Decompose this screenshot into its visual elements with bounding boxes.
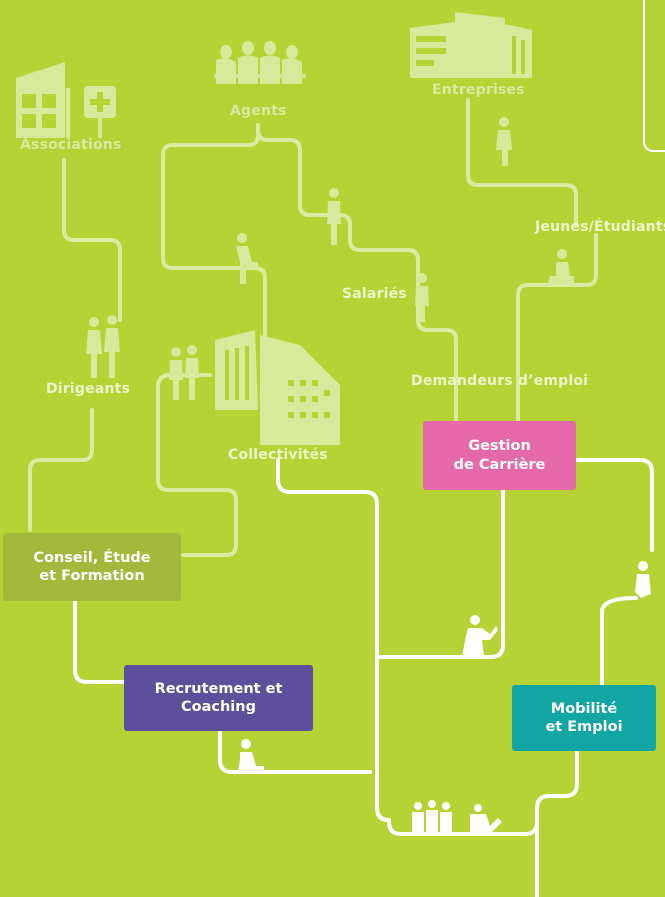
service-box-conseil[interactable]: Conseil, Étude et Formation: [3, 533, 181, 601]
route-collectivites-left: [156, 373, 238, 557]
service-label-mobilite: Mobilité et Emploi: [545, 700, 623, 735]
audience-label-demandeurs-emploi: Demandeurs d’emploi: [411, 373, 589, 389]
source-label-entreprises: Entreprises: [432, 82, 525, 98]
office-building-icon: [410, 12, 532, 78]
town-hall-building-icon: [215, 330, 340, 445]
person-silhouette-icon: [169, 347, 183, 400]
audience-label-dirigeants: Dirigeants: [46, 381, 131, 397]
person-silhouette-icon: [86, 317, 102, 378]
route-mobilite-up: [600, 596, 638, 688]
person-silhouette-icon: [496, 117, 512, 166]
route-gestion-right: [573, 458, 654, 552]
building-with-cross-icon: [16, 62, 116, 138]
person-silhouette-icon: [236, 233, 258, 284]
service-label-conseil: Conseil, Étude et Formation: [33, 549, 151, 584]
white-person-icons: [238, 561, 651, 832]
audience-label-salaries: Salariés: [342, 286, 407, 302]
service-label-recrutement: Recrutement et Coaching: [154, 680, 283, 715]
person-silhouette-icon: [104, 315, 120, 378]
pale-person-icons: [86, 117, 574, 445]
audience-label-jeunes-etudiants: Jeunes/Étudiants: [535, 219, 665, 235]
audience-label-collectivites: Collectivités: [228, 447, 328, 463]
source-label-agents: Agents: [230, 103, 287, 119]
route-salaries: [348, 233, 458, 422]
person-silhouette-icon: [415, 273, 429, 322]
route-dirigeants-conseil: [28, 408, 94, 532]
service-box-mobilite[interactable]: Mobilité et Emploi: [512, 685, 656, 751]
person-silhouette-icon: [238, 739, 264, 772]
source-icons: [16, 12, 532, 138]
service-box-gestion[interactable]: Gestion de Carrière: [423, 421, 576, 490]
route-agents-branch: [256, 123, 352, 237]
edge-frame: [643, 0, 665, 152]
route-entreprises-jeunes: [466, 98, 578, 227]
person-silhouette-icon: [327, 188, 341, 245]
route-associations-dirigeants: [62, 158, 122, 322]
meeting-group-icon: [412, 800, 502, 832]
meeting-group-icon: [214, 41, 306, 84]
person-silhouette-icon: [635, 561, 651, 598]
person-silhouette-icon: [548, 249, 574, 284]
route-gestion-down: [375, 488, 505, 659]
route-conseil-recrutement: [73, 598, 127, 684]
route-jeunes-gestion: [516, 233, 598, 422]
service-label-gestion: Gestion de Carrière: [453, 438, 546, 473]
route-recrutement-down: [218, 728, 372, 774]
source-label-associations: Associations: [20, 137, 122, 153]
route-agents-collectivites: [161, 123, 267, 347]
route-collectivites-main: [276, 458, 579, 836]
service-box-recrutement[interactable]: Recrutement et Coaching: [124, 665, 313, 731]
person-silhouette-icon: [462, 615, 498, 656]
person-silhouette-icon: [185, 345, 199, 400]
lower-routes: [73, 458, 654, 897]
